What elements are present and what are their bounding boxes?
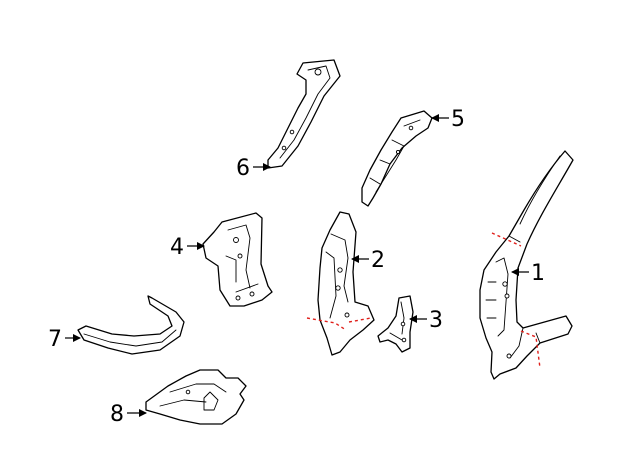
callout-4: 4 <box>170 235 184 260</box>
part-2-inner-pillar <box>306 211 375 356</box>
callout-7: 7 <box>48 327 62 352</box>
callout-8: 8 <box>110 402 124 427</box>
part-1-hinge-pillar <box>479 150 574 380</box>
callout-5: 5 <box>451 107 465 132</box>
part-8-lower-bracket <box>145 369 247 425</box>
callout-3: 3 <box>429 308 443 333</box>
callout-1: 1 <box>531 261 545 286</box>
part-3-bracket <box>377 295 414 353</box>
part-5-roof-rail <box>361 110 433 207</box>
part-7-strip <box>77 295 185 355</box>
callout-2: 2 <box>371 248 385 273</box>
part-6-upper-pillar <box>267 59 341 169</box>
part-4-reinforcement <box>202 212 273 307</box>
callout-6: 6 <box>236 156 250 181</box>
